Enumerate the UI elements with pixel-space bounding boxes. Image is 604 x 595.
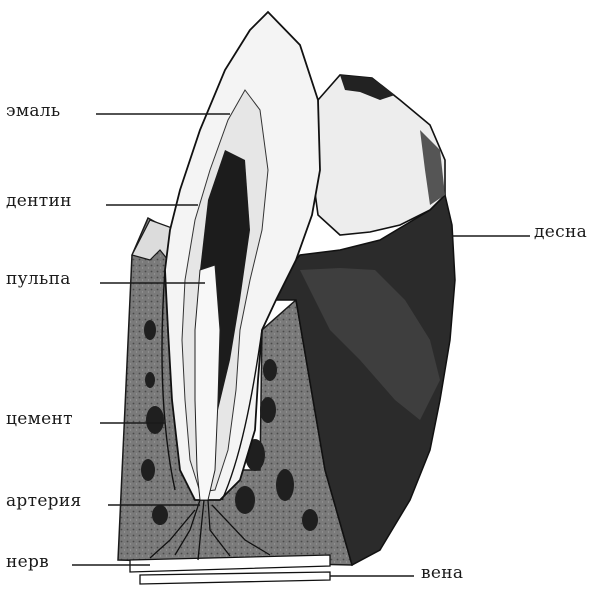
label-nerve: нерв [6,552,49,572]
label-cement: цемент [6,409,73,429]
label-artery: артерия [6,491,82,511]
label-dentin: дентин [6,191,72,211]
label-vein: вена [421,563,463,583]
label-gum: десна [534,222,587,242]
label-pulp: пульпа [6,269,71,289]
label-enamel: эмаль [6,101,60,121]
